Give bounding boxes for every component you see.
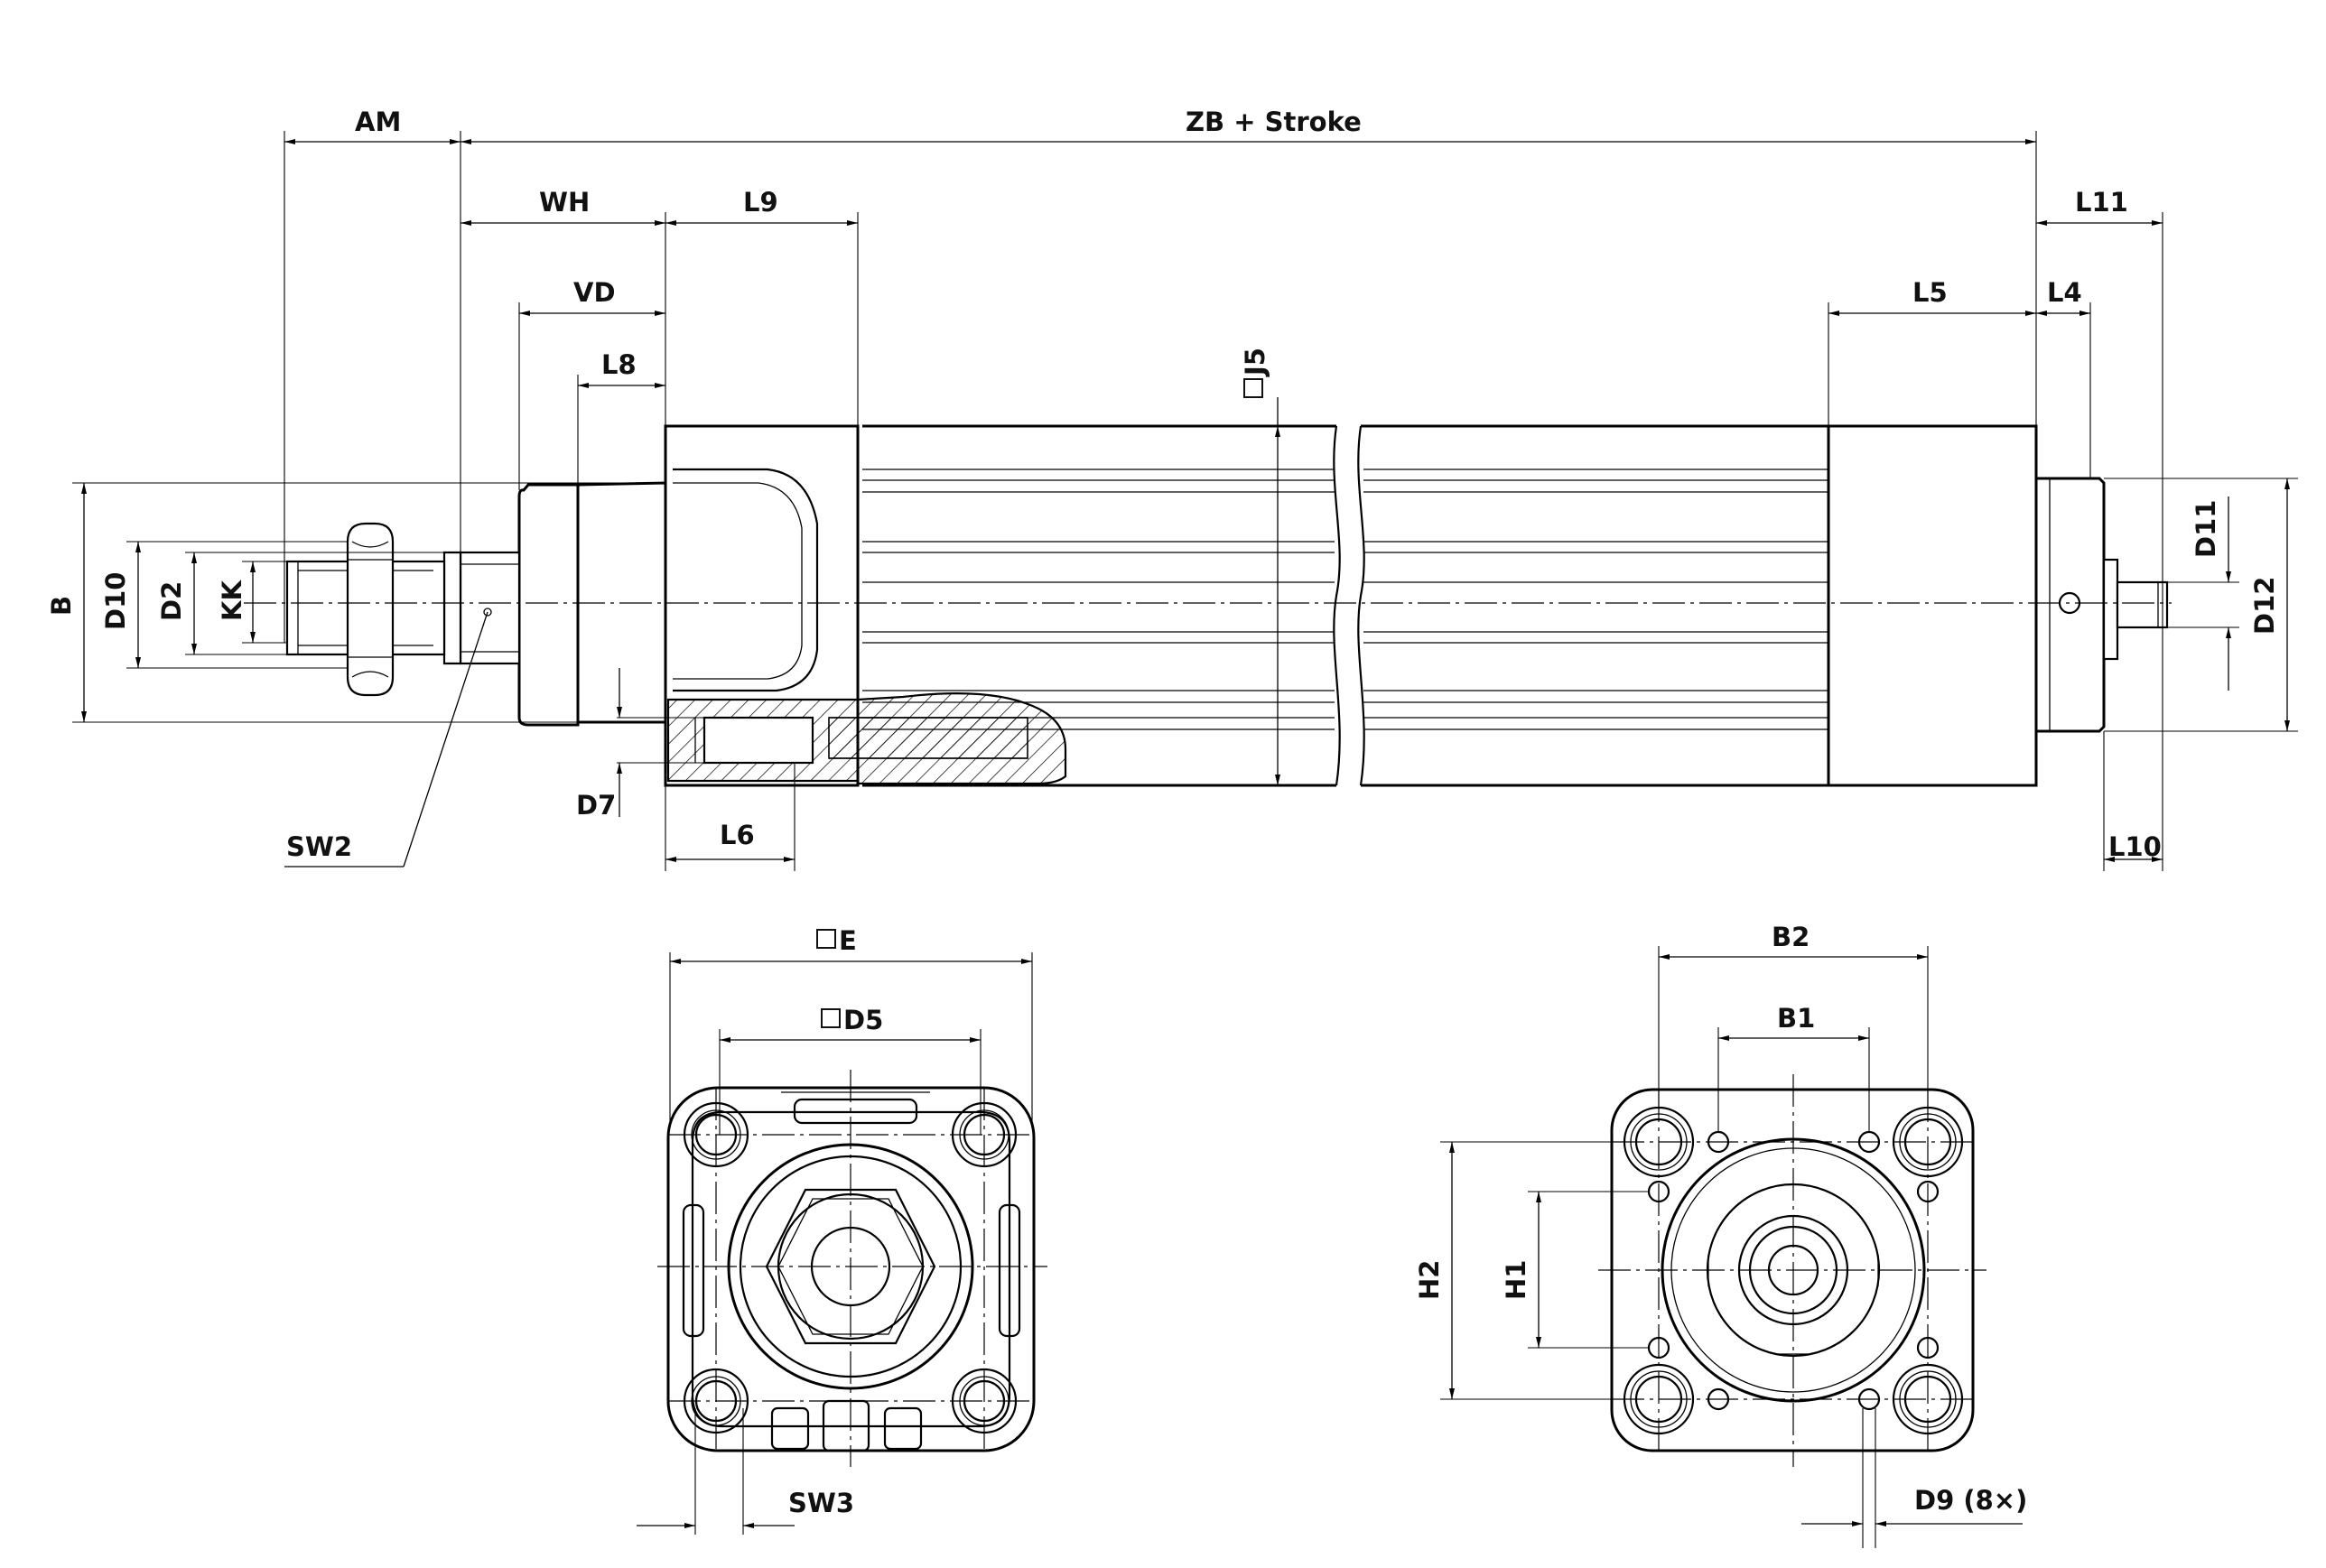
label-h2: H2 bbox=[1414, 1260, 1445, 1300]
label-d2: D2 bbox=[156, 581, 187, 621]
label-l8: L8 bbox=[601, 349, 637, 380]
label-zb-stroke: ZB + Stroke bbox=[1186, 107, 1362, 137]
label-l4: L4 bbox=[2047, 277, 2082, 308]
label-sw2: SW2 bbox=[286, 831, 352, 862]
front-end-cap bbox=[664, 424, 1067, 787]
svg-text:J5: J5 bbox=[1240, 348, 1270, 377]
svg-text:E: E bbox=[839, 925, 857, 956]
label-j5: J5 bbox=[1240, 348, 1270, 398]
front-view: E D5 SW3 bbox=[637, 925, 1047, 1535]
label-l11: L11 bbox=[2075, 187, 2128, 218]
label-vd: VD bbox=[573, 277, 616, 308]
rear-view: B2 B1 H2 H1 D9 (8×) bbox=[1414, 922, 2027, 1548]
label-d12: D12 bbox=[2249, 577, 2280, 635]
label-kk: KK bbox=[217, 580, 247, 621]
label-l5: L5 bbox=[1912, 277, 1948, 308]
label-wh: WH bbox=[539, 187, 590, 218]
label-d5: D5 bbox=[821, 1005, 883, 1035]
label-e: E bbox=[816, 925, 857, 956]
label-b1: B1 bbox=[1777, 1003, 1815, 1034]
label-l9: L9 bbox=[743, 187, 778, 218]
label-l6: L6 bbox=[720, 820, 755, 850]
label-b2: B2 bbox=[1772, 922, 1810, 952]
label-d9: D9 (8×) bbox=[1914, 1485, 2027, 1516]
label-d10: D10 bbox=[100, 572, 131, 630]
label-sw3: SW3 bbox=[788, 1488, 854, 1518]
label-am: AM bbox=[355, 107, 401, 137]
label-b: B bbox=[46, 596, 77, 616]
label-d11: D11 bbox=[2191, 500, 2221, 558]
barrel-grooves bbox=[862, 469, 1828, 730]
cylinder-barrel bbox=[862, 424, 1828, 787]
rod-bearing bbox=[285, 481, 667, 727]
label-d7: D7 bbox=[576, 790, 616, 821]
side-dimensions bbox=[72, 131, 2298, 871]
rear-end-cap bbox=[1827, 424, 2169, 787]
side-view: AM ZB + Stroke WH L9 L11 VD L5 L4 L8 J5 … bbox=[46, 107, 2298, 871]
svg-text:D5: D5 bbox=[843, 1005, 883, 1035]
label-h1: H1 bbox=[1501, 1260, 1531, 1300]
label-l10: L10 bbox=[2108, 831, 2162, 862]
